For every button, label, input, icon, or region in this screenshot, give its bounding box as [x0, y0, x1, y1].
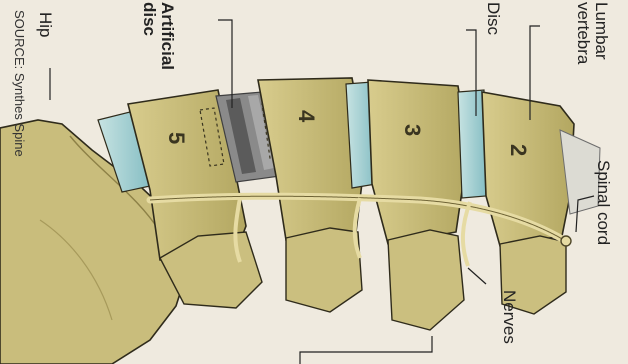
nerves-label: Nerves	[500, 290, 518, 344]
vertebra-5-number: 5	[164, 132, 188, 144]
disc-label: Disc	[484, 2, 502, 35]
vertebra-3-body	[368, 80, 468, 244]
bottom-leader	[300, 336, 432, 364]
vertebra-4-number: 4	[294, 110, 318, 122]
source-label: SOURCE: Synthes Spine	[12, 10, 26, 157]
nerves-leader	[468, 268, 486, 284]
vertebra-3-number: 3	[400, 124, 424, 136]
vertebra-4-process	[286, 228, 362, 312]
nerve-3	[463, 202, 470, 266]
spinal-cord-label: Spinal cord	[594, 160, 612, 245]
vertebra-2-number: 2	[506, 144, 530, 156]
vertebra-3-process	[388, 230, 464, 330]
hip-label: Hip	[36, 12, 54, 38]
artificial-disc-label: Artificial disc	[139, 2, 176, 70]
lumbar-vertebra-label: Lumbar vertebra	[573, 2, 610, 64]
spinal-cord-end	[561, 236, 571, 246]
